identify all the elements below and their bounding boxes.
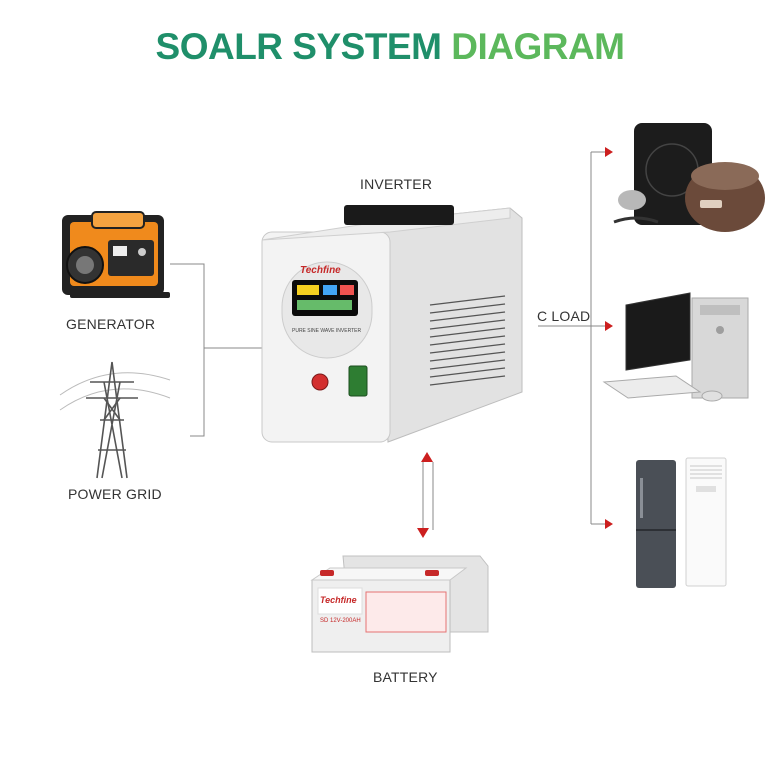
inverter-image: Techfine PURE SINE WAVE INVERTER bbox=[261, 205, 523, 443]
output-connector bbox=[538, 151, 605, 525]
generator-label: GENERATOR bbox=[66, 316, 156, 332]
battery-brand-text: Techfine bbox=[320, 595, 357, 605]
title-part-1: SOALR SYSTEM bbox=[155, 26, 452, 67]
power-grid-label: POWER GRID bbox=[68, 486, 162, 502]
input-connector bbox=[170, 263, 262, 437]
diagram-title: SOALR SYSTEM DIAGRAM bbox=[0, 26, 780, 68]
ac-load-label: C LOAD bbox=[537, 308, 591, 324]
kitchen-appliances-image bbox=[613, 123, 765, 232]
inverter-label: INVERTER bbox=[360, 176, 433, 192]
inverter-model-text: PURE SINE WAVE INVERTER bbox=[292, 328, 361, 334]
battery-link-arrow bbox=[417, 452, 434, 538]
computer-image bbox=[602, 292, 749, 402]
battery-image: Techfine SD 12V-200AH bbox=[310, 555, 489, 653]
battery-label: BATTERY bbox=[373, 669, 438, 685]
fridge-ac-image bbox=[636, 457, 727, 588]
inverter-brand-text: Techfine bbox=[300, 265, 341, 276]
output-arrowheads bbox=[605, 147, 613, 529]
title-part-2: DIAGRAM bbox=[451, 26, 625, 67]
power-grid-image bbox=[59, 361, 171, 479]
generator-image bbox=[62, 211, 170, 298]
battery-model-text: SD 12V-200AH bbox=[320, 618, 361, 624]
